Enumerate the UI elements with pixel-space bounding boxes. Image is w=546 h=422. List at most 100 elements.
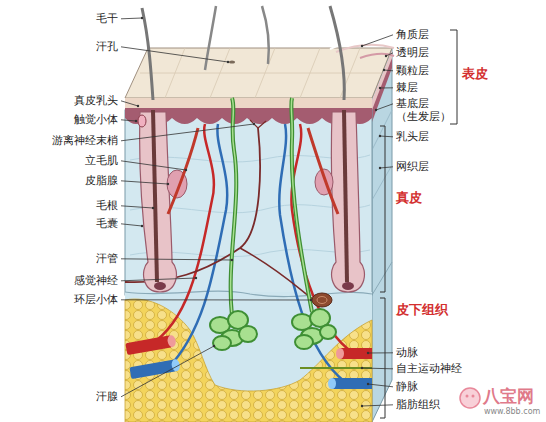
leader-line	[121, 206, 153, 208]
part-label: 毛根	[96, 199, 118, 212]
side-boundary	[372, 262, 392, 295]
part-label: 毛干	[96, 12, 118, 25]
peel-layer	[360, 54, 394, 58]
vein-end	[328, 378, 336, 389]
side-fiber	[372, 165, 392, 200]
leader-dot	[361, 45, 363, 47]
vein	[129, 359, 176, 379]
sweat-gland	[292, 309, 336, 349]
leader-dot	[185, 169, 187, 171]
sweat-duct	[231, 98, 237, 316]
leader-dot	[141, 17, 143, 19]
leader-dot	[135, 120, 137, 122]
part-label: 汗管	[96, 252, 118, 265]
dermis-layer	[125, 110, 372, 295]
part-label: 皮脂腺	[85, 174, 118, 187]
hair-shaft	[262, 6, 269, 64]
watermark-logo	[472, 395, 475, 398]
pacinian-corpuscle	[312, 293, 332, 307]
subcutaneous-layer	[125, 292, 372, 422]
leader-line	[121, 101, 138, 106]
side-fiber	[372, 110, 392, 150]
leader-line	[121, 161, 186, 170]
leader-dot	[253, 123, 255, 125]
leader-line	[121, 18, 142, 20]
part-label: 动脉	[396, 346, 418, 359]
meissner-corpuscle	[138, 115, 146, 127]
peel-layer	[336, 45, 394, 52]
leader-line	[121, 224, 142, 226]
leader-line	[121, 181, 168, 184]
leader-dot	[213, 345, 215, 347]
leader-line	[121, 278, 196, 281]
artery-cut	[125, 335, 176, 356]
part-label: 自主运动神经	[396, 362, 462, 375]
leader-line	[121, 346, 214, 397]
sweat-duct	[291, 98, 312, 312]
leader-line	[121, 299, 311, 300]
part-label: 环层小体	[74, 293, 118, 306]
leader-dot	[137, 105, 139, 107]
watermark-logo	[460, 388, 480, 408]
leader-line	[380, 136, 393, 138]
corpuscle-ring	[317, 297, 327, 304]
layer-label: 网织层	[396, 160, 429, 173]
leader-line	[384, 70, 393, 72]
part-label: 汗腺	[96, 390, 118, 403]
layer-label: 棘层	[396, 81, 418, 94]
sweat-duct	[231, 98, 237, 316]
layer-heading: 皮下组织	[396, 302, 448, 318]
gland-coil	[239, 326, 257, 342]
leader-line	[380, 87, 393, 88]
leader-dot	[361, 405, 363, 407]
artery-end	[167, 335, 177, 348]
leader-dot	[231, 259, 233, 261]
artery-end	[336, 348, 344, 359]
arrector-pili	[308, 128, 338, 214]
leader-line	[362, 368, 393, 370]
leader-dot	[141, 225, 143, 227]
layer-label: 基底层 （生发层）	[396, 97, 454, 123]
fat-tissue	[125, 299, 372, 422]
block-side-face	[372, 48, 392, 422]
leader-line	[121, 120, 136, 121]
hair-papilla	[154, 282, 166, 290]
leader-line	[121, 47, 228, 62]
leader-line	[376, 104, 393, 110]
part-label: 真皮乳头	[74, 94, 118, 107]
leader-dot	[379, 87, 381, 89]
leader-dot	[227, 61, 229, 63]
leader-dot	[367, 383, 369, 385]
sweat-pore	[229, 60, 235, 63]
leader-dot	[152, 207, 154, 209]
leader-line	[380, 167, 393, 168]
leader-dot	[375, 109, 377, 111]
watermark-url: www.8bb.com	[484, 407, 540, 417]
leader-line	[121, 259, 232, 260]
leader-dot	[385, 55, 387, 57]
vein	[332, 378, 372, 389]
dermis-bracket	[380, 126, 385, 292]
part-label: 汗孔	[96, 40, 118, 53]
gland-coil	[320, 325, 336, 339]
watermark-logo	[466, 395, 469, 398]
leader-lines	[121, 17, 393, 407]
part-label: 毛囊	[96, 217, 118, 230]
leader-dot	[379, 167, 381, 169]
layer-label: 角质层	[396, 28, 429, 41]
hair-root	[153, 110, 157, 282]
leader-dot	[367, 352, 369, 354]
layer-label: 透明层	[396, 46, 429, 59]
layer-label: 颗粒层	[396, 64, 429, 77]
subcutis-bracket	[380, 298, 385, 418]
leader-dot	[310, 299, 312, 301]
autonomic-nerve	[300, 367, 372, 369]
part-label: 游离神经末梢	[52, 134, 118, 147]
layer-heading: 表皮	[462, 66, 488, 82]
leader-dot	[195, 277, 197, 279]
hair-root	[344, 110, 347, 282]
part-label: 触觉小体	[74, 113, 118, 126]
layer-heading: 真皮	[396, 190, 422, 206]
skin-surface	[125, 48, 392, 98]
